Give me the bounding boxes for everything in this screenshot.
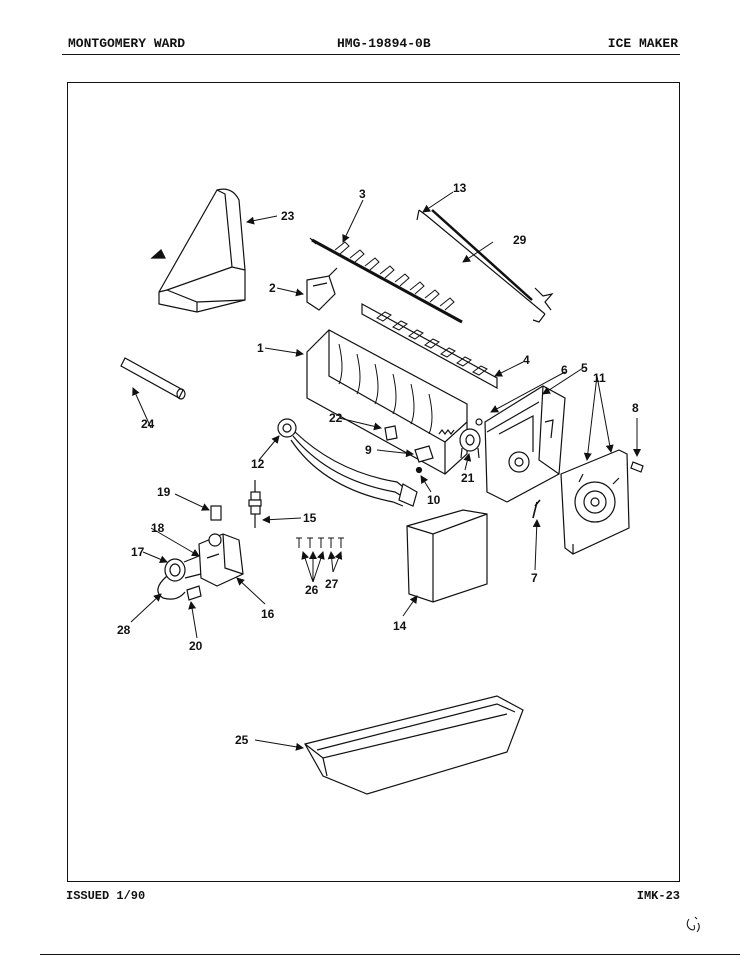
part-shutoff-arm <box>416 209 554 323</box>
label-16: 16 <box>261 607 275 621</box>
label-15: 15 <box>303 511 317 525</box>
label-28: 28 <box>117 623 131 637</box>
diagram-frame <box>67 82 680 882</box>
issue-date: ISSUED 1/90 <box>66 889 146 903</box>
label-11: 11 <box>593 371 606 385</box>
label-29: 29 <box>513 233 527 247</box>
part-mounting-plate <box>560 449 630 555</box>
part-stripper <box>361 302 498 390</box>
part-screw <box>415 466 423 474</box>
part-ice-bin <box>304 695 524 795</box>
page-code: IMK-23 <box>636 889 680 903</box>
part-water-valve <box>198 533 244 587</box>
part-cover <box>406 509 488 603</box>
label-27: 27 <box>325 577 339 591</box>
part-screw-7 <box>532 499 541 519</box>
part-fill-tube <box>120 357 186 400</box>
label-25: 25 <box>235 733 249 747</box>
part-washer <box>210 505 222 521</box>
label-19: 19 <box>157 485 171 499</box>
label-13: 13 <box>453 181 467 195</box>
part-wire-clip <box>157 575 186 600</box>
part-block <box>384 425 398 441</box>
label-18: 18 <box>151 521 165 535</box>
label-9: 9 <box>365 443 372 457</box>
label-12: 12 <box>251 457 265 471</box>
label-24: 24 <box>141 417 155 431</box>
part-solenoid <box>164 555 202 582</box>
footer-rule <box>40 954 740 955</box>
label-3: 3 <box>359 187 366 201</box>
label-23: 23 <box>281 209 295 223</box>
leader-lines <box>130 191 641 751</box>
part-motor-housing <box>484 385 566 503</box>
part-ice-mold <box>306 329 468 475</box>
label-17: 17 <box>131 545 145 559</box>
brand-title: MONTGOMERY WARD <box>68 36 186 51</box>
part-spring <box>438 429 455 435</box>
label-2: 2 <box>269 281 276 295</box>
part-thermostat <box>459 428 481 459</box>
label-21: 21 <box>461 471 475 485</box>
label-4: 4 <box>523 353 530 367</box>
part-wiring-harness <box>277 418 418 507</box>
label-20: 20 <box>189 639 203 653</box>
part-ejector-blade <box>309 237 463 324</box>
part-labels: 23 3 13 29 2 1 4 6 5 11 8 24 22 9 10 21 … <box>117 181 639 747</box>
part-fill-cup-cover <box>150 188 246 313</box>
header-rule <box>62 54 680 55</box>
label-14: 14 <box>393 619 407 633</box>
part-screws <box>296 537 344 548</box>
label-22: 22 <box>329 411 343 425</box>
label-6: 6 <box>561 363 568 377</box>
part-pin <box>475 418 483 426</box>
part-fittings <box>248 480 262 528</box>
label-8: 8 <box>632 401 639 415</box>
ice-maker-exploded-diagram: 23 3 13 29 2 1 4 6 5 11 8 24 22 9 10 21 … <box>117 181 644 795</box>
label-10: 10 <box>427 493 441 507</box>
part-support-clip <box>306 267 338 311</box>
part-bracket <box>414 445 434 463</box>
part-screw-8 <box>630 461 644 473</box>
label-1: 1 <box>257 341 264 355</box>
handwritten-mark <box>686 916 700 933</box>
label-26: 26 <box>305 583 319 597</box>
section-title: ICE MAKER <box>607 36 678 51</box>
part-clamp <box>186 585 202 601</box>
label-7: 7 <box>531 571 538 585</box>
model-number: HMG-19894-0B <box>337 36 431 51</box>
label-5: 5 <box>581 361 588 375</box>
